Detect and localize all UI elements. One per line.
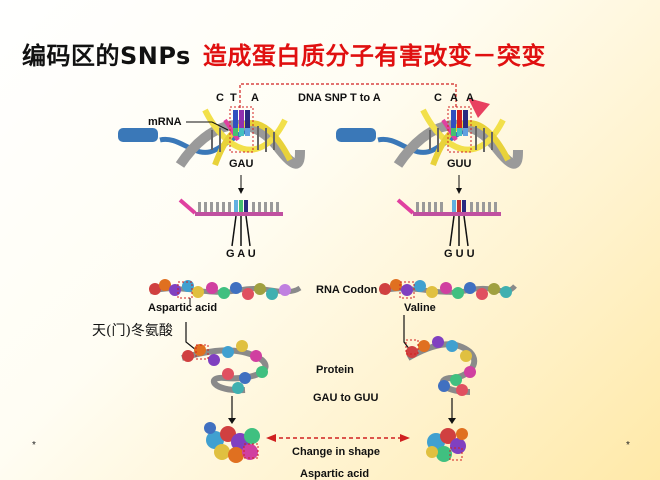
- left-codon-mid: GAU: [229, 158, 254, 170]
- right-codon-top-a2: A: [466, 92, 474, 104]
- change-shape-arrow: [266, 434, 410, 442]
- left-compact-protein: [204, 422, 260, 463]
- rna-codon-label: RNA Codon: [316, 284, 378, 296]
- left-peptide-chain: [149, 279, 302, 300]
- right-codon-bottom: G U U: [444, 248, 475, 260]
- aspartic-cn-label: 天(门)冬氨酸: [92, 323, 173, 339]
- footnote-star-right: *: [626, 440, 630, 451]
- aspartic-acid-label: Aspartic acid: [148, 302, 218, 314]
- snp-triangle-marker: [468, 98, 490, 118]
- right-codon-mid: GUU: [447, 158, 472, 170]
- right-codon-top-a1: A: [450, 92, 458, 104]
- left-codon-top-c: C: [216, 92, 224, 104]
- title-part1: 编码区的SNPs: [22, 42, 191, 70]
- aspartic-acid-bottom-label: Aspartic acid: [300, 468, 370, 480]
- left-mrna-strand: [178, 198, 283, 247]
- right-compact-protein: [426, 428, 468, 462]
- title-part2: 造成蛋白质分子有害改变－突变: [202, 42, 546, 70]
- right-folded-protein: [405, 336, 478, 424]
- right-dna-helix: [336, 98, 523, 194]
- dna-snp-label: DNA SNP T to A: [298, 92, 381, 104]
- protein-label: Protein: [316, 364, 354, 376]
- left-codon-top-a: A: [251, 92, 259, 104]
- right-peptide-chain: [379, 279, 517, 300]
- left-folded-protein: [181, 340, 269, 424]
- gau-to-guu-label: GAU to GUU: [313, 392, 379, 404]
- valine-label: Valine: [404, 302, 436, 314]
- right-enzyme: [336, 128, 376, 142]
- change-in-shape-label: Change in shape: [292, 446, 381, 458]
- slide-title: 编码区的SNPs 造成蛋白质分子有害改变－突变: [22, 36, 546, 71]
- mrna-label: mRNA: [148, 116, 182, 128]
- right-mrna-strand: [396, 198, 501, 247]
- left-dna-helix: [118, 106, 305, 194]
- right-codon-top-c: C: [434, 92, 442, 104]
- left-enzyme: [118, 128, 158, 142]
- footnote-star-left: *: [32, 440, 36, 451]
- snp-dashed-link: [239, 83, 457, 108]
- left-codon-bottom: G A U: [226, 248, 256, 260]
- left-codon-top-t: T: [230, 92, 237, 104]
